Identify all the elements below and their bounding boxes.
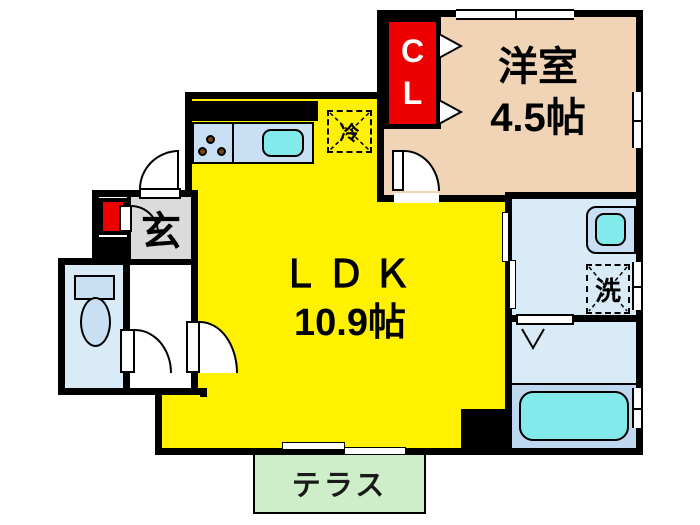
stove-burner-icon: [217, 147, 226, 156]
x-mark-icon: [329, 112, 370, 151]
closet-label-line1: C: [400, 33, 425, 70]
washbasin-bowl-icon: [595, 213, 626, 246]
window-icon: [632, 92, 643, 148]
stove-burner-icon: [198, 147, 207, 156]
washroom-sliding-door: [502, 212, 509, 262]
bathtub-icon: [519, 391, 629, 441]
western-room-label: 洋室 4.5帖: [443, 42, 633, 144]
closet-box: C L: [384, 17, 441, 129]
closet-label-line2: L: [402, 75, 423, 111]
shoe-cabinet-black: [99, 237, 127, 259]
kitchen-sink-icon: [262, 129, 304, 157]
washing-machine-space: 洗: [586, 264, 630, 314]
western-room-door-opening: [394, 193, 439, 203]
terrace-label: テラス: [291, 470, 388, 502]
washing-machine-label: 洗: [594, 275, 621, 306]
ldk-name: ＬＤＫ: [280, 254, 419, 296]
western-room-area: 4.5帖: [490, 96, 586, 141]
ldk-door: [186, 321, 200, 373]
front-door-swing-icon: [139, 150, 179, 189]
toilet-door: [120, 329, 135, 373]
front-door: [139, 188, 181, 199]
washroom-sliding-door: [509, 260, 516, 309]
window-icon: [632, 388, 643, 428]
terrace-sliding-window: [344, 447, 406, 455]
x-mark-icon: [588, 266, 628, 312]
refrigerator-space: 冷: [327, 110, 372, 153]
folding-door-icon: [438, 33, 464, 60]
bath-door: [516, 314, 574, 325]
terrace-sliding-window: [282, 442, 345, 450]
stove-burner-icon: [206, 135, 215, 144]
bath-folding-door-icon: [521, 328, 545, 350]
window-icon: [456, 9, 574, 20]
kitchen-wall-counter: [192, 101, 318, 121]
toilet-bowl-icon: [80, 297, 111, 347]
pillar: [461, 409, 507, 449]
refrigerator-label: 冷: [339, 123, 360, 145]
western-room-name: 洋室: [498, 45, 578, 89]
terrace-area: テラス: [253, 452, 426, 514]
ldk-label: ＬＤＫ 10.9帖: [240, 252, 460, 348]
folding-door-icon: [438, 99, 464, 126]
western-room-door: [392, 150, 404, 191]
ldk-wall-seam-patch: [186, 397, 214, 448]
kitchen-counter-divider: [232, 123, 234, 163]
ldk-area: 10.9帖: [294, 301, 406, 344]
window-icon: [632, 262, 643, 310]
